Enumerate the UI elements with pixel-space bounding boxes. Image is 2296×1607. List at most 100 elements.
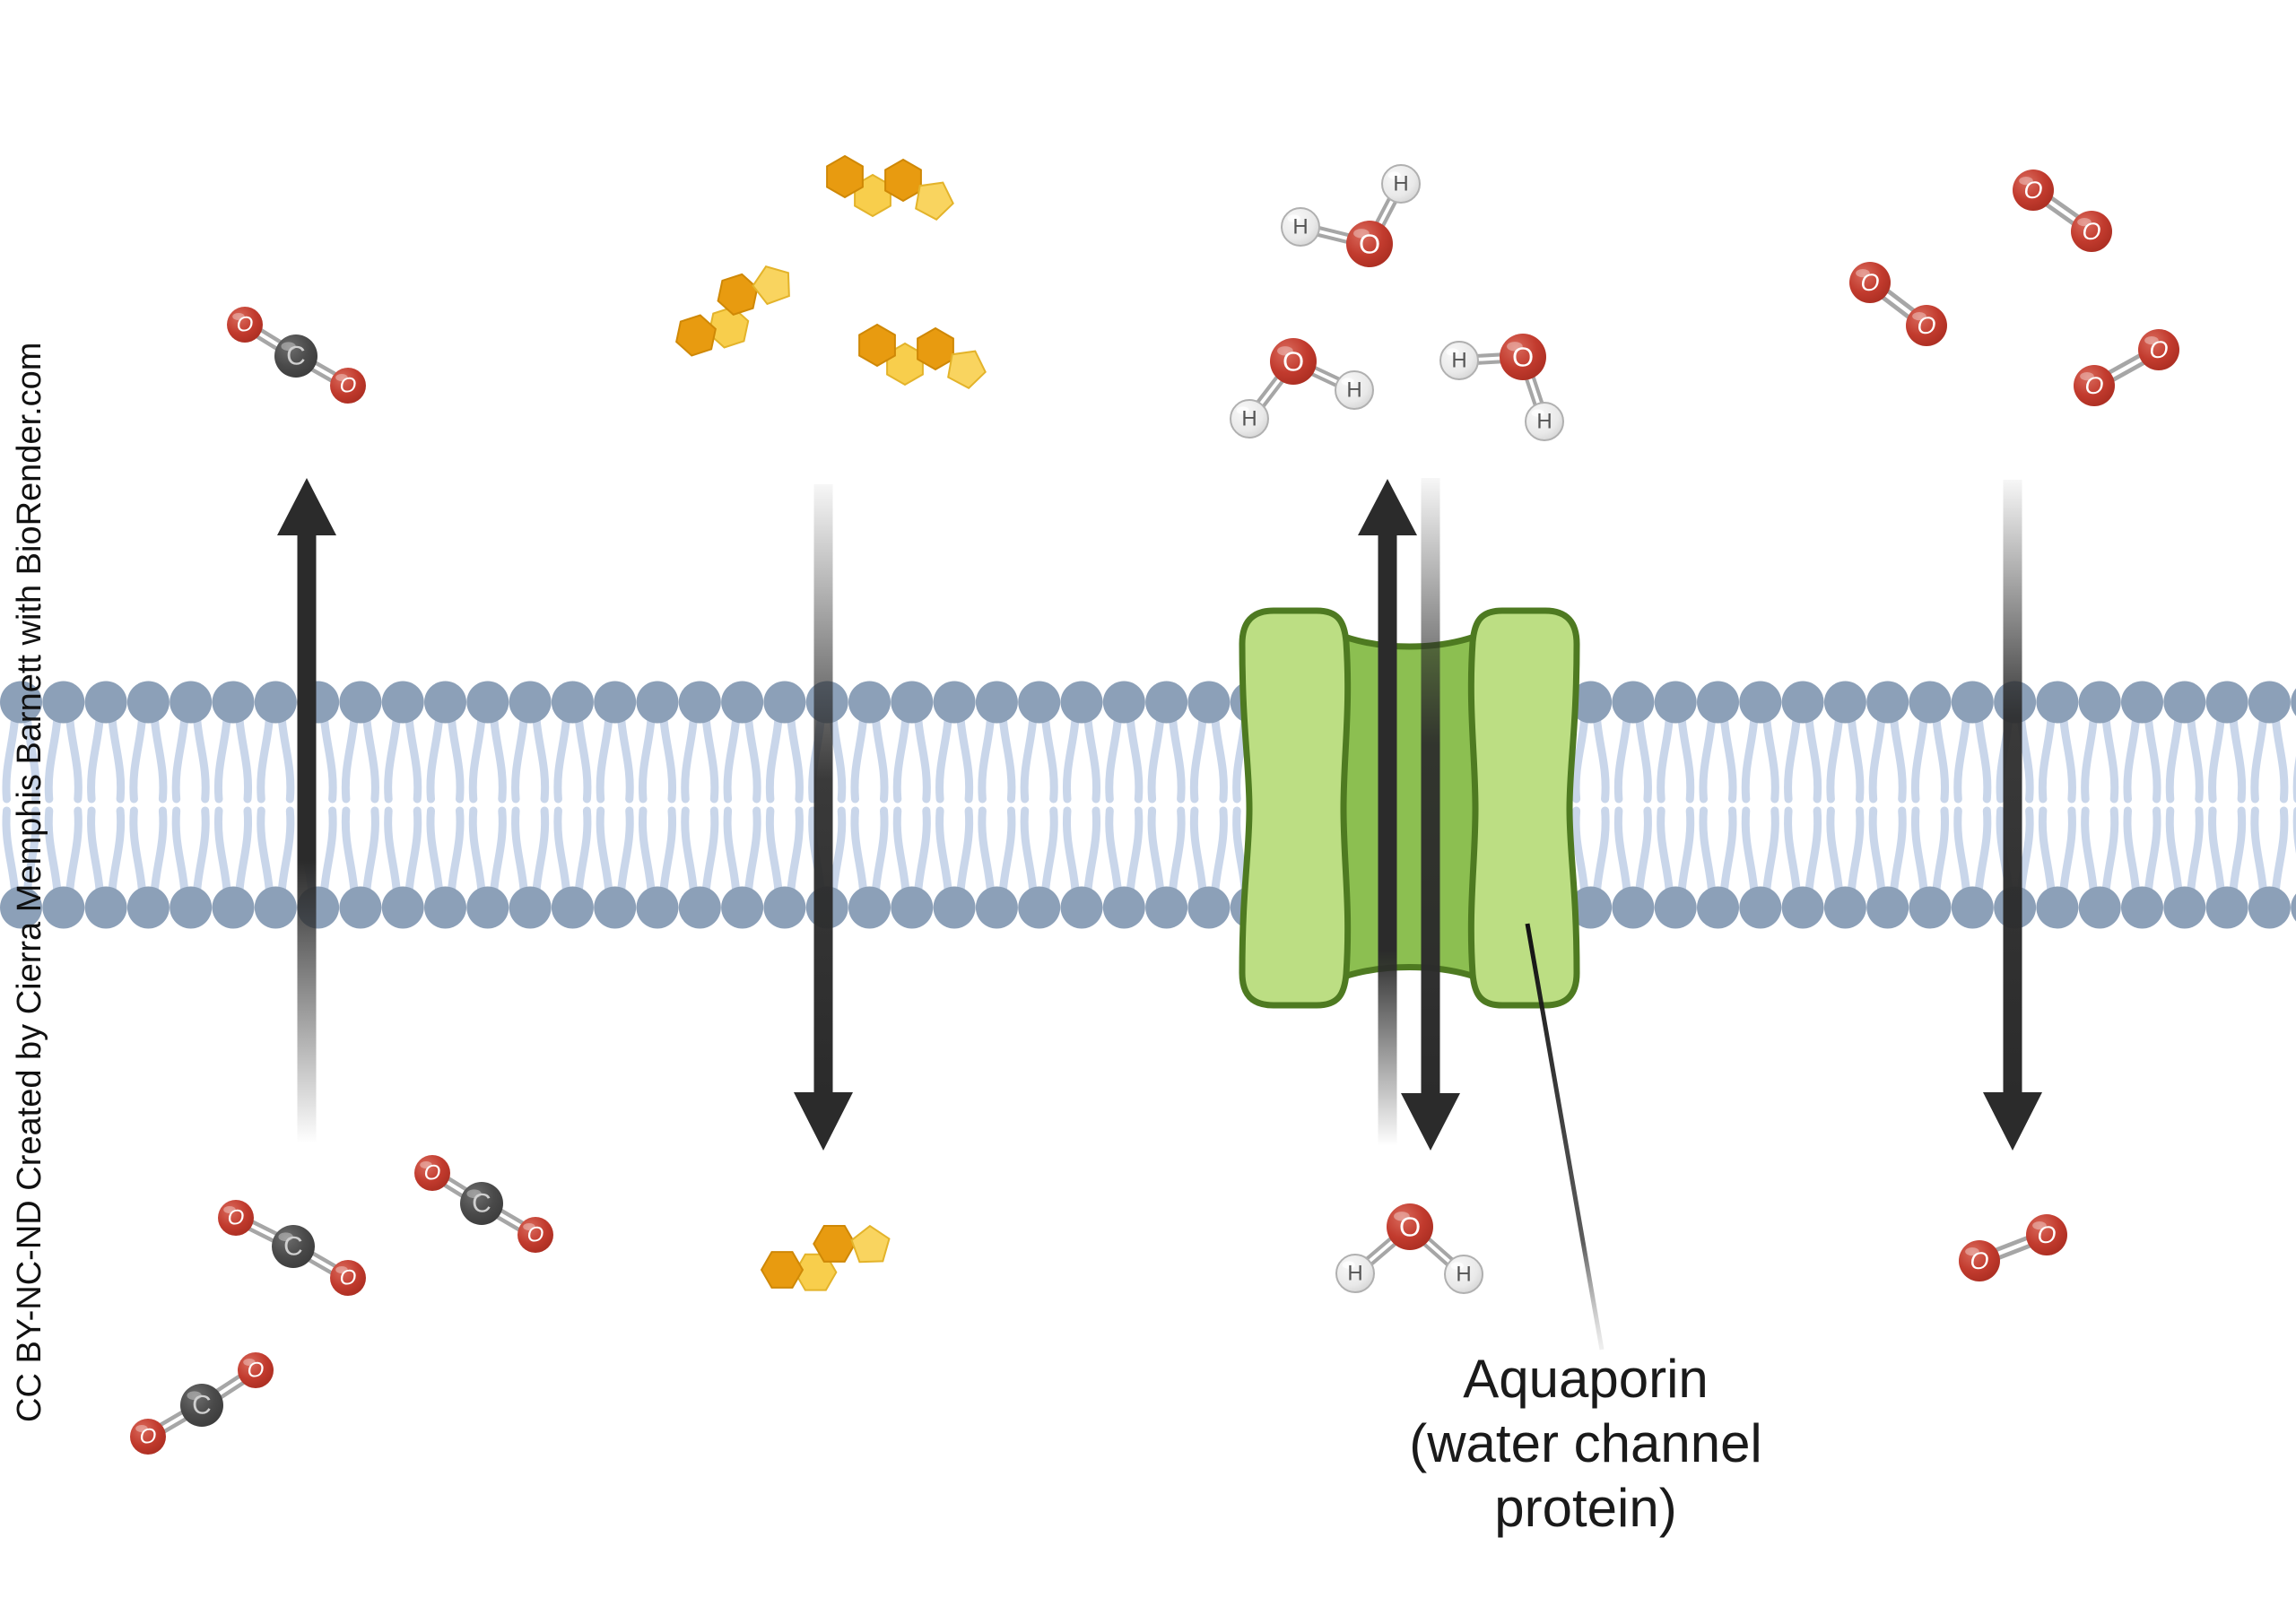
steroid-molecule — [826, 154, 954, 222]
svg-text:O: O — [2037, 1221, 2056, 1248]
phospholipid — [212, 681, 255, 929]
phospholipid — [1866, 681, 1909, 929]
phospholipid — [1654, 681, 1697, 929]
phospholipid — [1145, 681, 1188, 929]
svg-text:H: H — [1456, 1263, 1471, 1287]
water-out-arrow — [1358, 479, 1417, 1146]
svg-text:O: O — [424, 1161, 441, 1186]
phospholipid — [1018, 681, 1061, 929]
svg-text:C: C — [283, 1232, 303, 1262]
arrowhead — [1983, 1092, 2042, 1151]
svg-text:O: O — [1860, 269, 1879, 296]
phospholipid — [339, 681, 382, 929]
phospholipid — [1951, 681, 1994, 929]
phospholipid — [975, 681, 1018, 929]
label-pointer-line — [1525, 923, 1605, 1351]
phospholipid — [2121, 681, 2163, 929]
svg-text:H: H — [1451, 349, 1466, 373]
phospholipid — [2078, 681, 2121, 929]
aquaporin-right-lobe — [1467, 607, 1580, 1009]
phospholipid — [721, 681, 764, 929]
phospholipid — [466, 681, 509, 929]
svg-text:O: O — [1512, 342, 1534, 373]
phospholipid — [1739, 681, 1782, 929]
svg-text:O: O — [1359, 229, 1380, 260]
svg-text:H: H — [1536, 410, 1552, 434]
co2-molecule: OOC — [227, 307, 366, 404]
phospholipid — [636, 681, 679, 929]
svg-text:O: O — [2082, 218, 2100, 245]
phospholipid — [1781, 681, 1824, 929]
steroid-in-arrow — [794, 484, 853, 1151]
svg-text:O: O — [228, 1206, 245, 1230]
phospholipid — [424, 681, 466, 929]
svg-text:O: O — [527, 1223, 544, 1247]
steroid-molecule — [760, 1224, 891, 1291]
svg-text:H: H — [1347, 1262, 1362, 1286]
o2-molecule: OO — [1849, 262, 1947, 346]
o2-molecule: OO — [2074, 329, 2179, 406]
aquaporin-left-lobe — [1239, 607, 1352, 1009]
svg-text:C: C — [286, 342, 306, 371]
svg-text:O: O — [248, 1359, 265, 1383]
credit-text: CC BY-NC-ND Created by Cierra Memphis Ba… — [11, 342, 48, 1422]
water-molecule: H H O — [1439, 334, 1564, 441]
phospholipid — [1187, 681, 1231, 929]
svg-text:O: O — [1283, 346, 1304, 378]
svg-text:H: H — [1346, 378, 1361, 403]
phospholipid — [1570, 681, 1613, 929]
phospholipid — [170, 681, 213, 929]
svg-text:O: O — [340, 374, 357, 398]
phospholipid — [254, 681, 297, 929]
phospholipid — [891, 681, 934, 929]
phospholipid — [381, 681, 424, 929]
water-molecule: H H O — [1335, 1203, 1483, 1294]
svg-text:H: H — [1241, 407, 1257, 431]
phospholipid — [1823, 681, 1866, 929]
phospholipid — [2291, 688, 2296, 922]
water-in-arrow — [1401, 478, 1460, 1151]
co2-molecule: O O C — [218, 1200, 366, 1296]
phospholipid — [2163, 681, 2206, 929]
svg-text:O: O — [1399, 1212, 1421, 1243]
phospholipid — [933, 681, 976, 929]
svg-text:O: O — [140, 1425, 157, 1449]
phospholipid — [509, 681, 552, 929]
svg-text:O: O — [340, 1266, 357, 1290]
svg-text:O: O — [2084, 372, 2103, 399]
phospholipid — [1697, 681, 1739, 929]
phospholipid — [1909, 681, 1952, 929]
phospholipid — [678, 681, 721, 929]
o2-molecule: OO — [2013, 169, 2112, 252]
co2-out-arrow — [277, 478, 336, 1143]
svg-text:H: H — [1292, 215, 1308, 239]
phospholipid — [2248, 681, 2291, 929]
phospholipid — [84, 681, 127, 929]
arrowhead — [794, 1092, 853, 1151]
svg-text:O: O — [1970, 1247, 1988, 1274]
aquaporin-label: Aquaporin (water channel protein) — [1409, 1349, 1762, 1538]
steroid-molecule — [858, 323, 987, 390]
arrowhead — [1401, 1093, 1460, 1151]
phospholipid — [126, 681, 170, 929]
membrane-bilayer — [0, 681, 2296, 929]
phospholipid — [2036, 681, 2079, 929]
phospholipid — [42, 681, 85, 929]
svg-text:O: O — [2149, 336, 2168, 363]
o2-molecule: OO — [1959, 1214, 2067, 1281]
phospholipid — [1102, 681, 1145, 929]
svg-text:C: C — [472, 1189, 491, 1219]
co2-molecule: O O C — [414, 1155, 553, 1253]
arrowhead — [277, 478, 336, 535]
phospholipid — [551, 681, 594, 929]
svg-text:H: H — [1393, 172, 1408, 196]
phospholipid — [763, 681, 806, 929]
svg-text:C: C — [192, 1391, 212, 1420]
phospholipid — [594, 681, 637, 929]
phospholipid — [1612, 681, 1655, 929]
arrowhead — [1358, 479, 1417, 535]
phospholipid — [2205, 681, 2248, 929]
svg-text:O: O — [2023, 177, 2042, 204]
